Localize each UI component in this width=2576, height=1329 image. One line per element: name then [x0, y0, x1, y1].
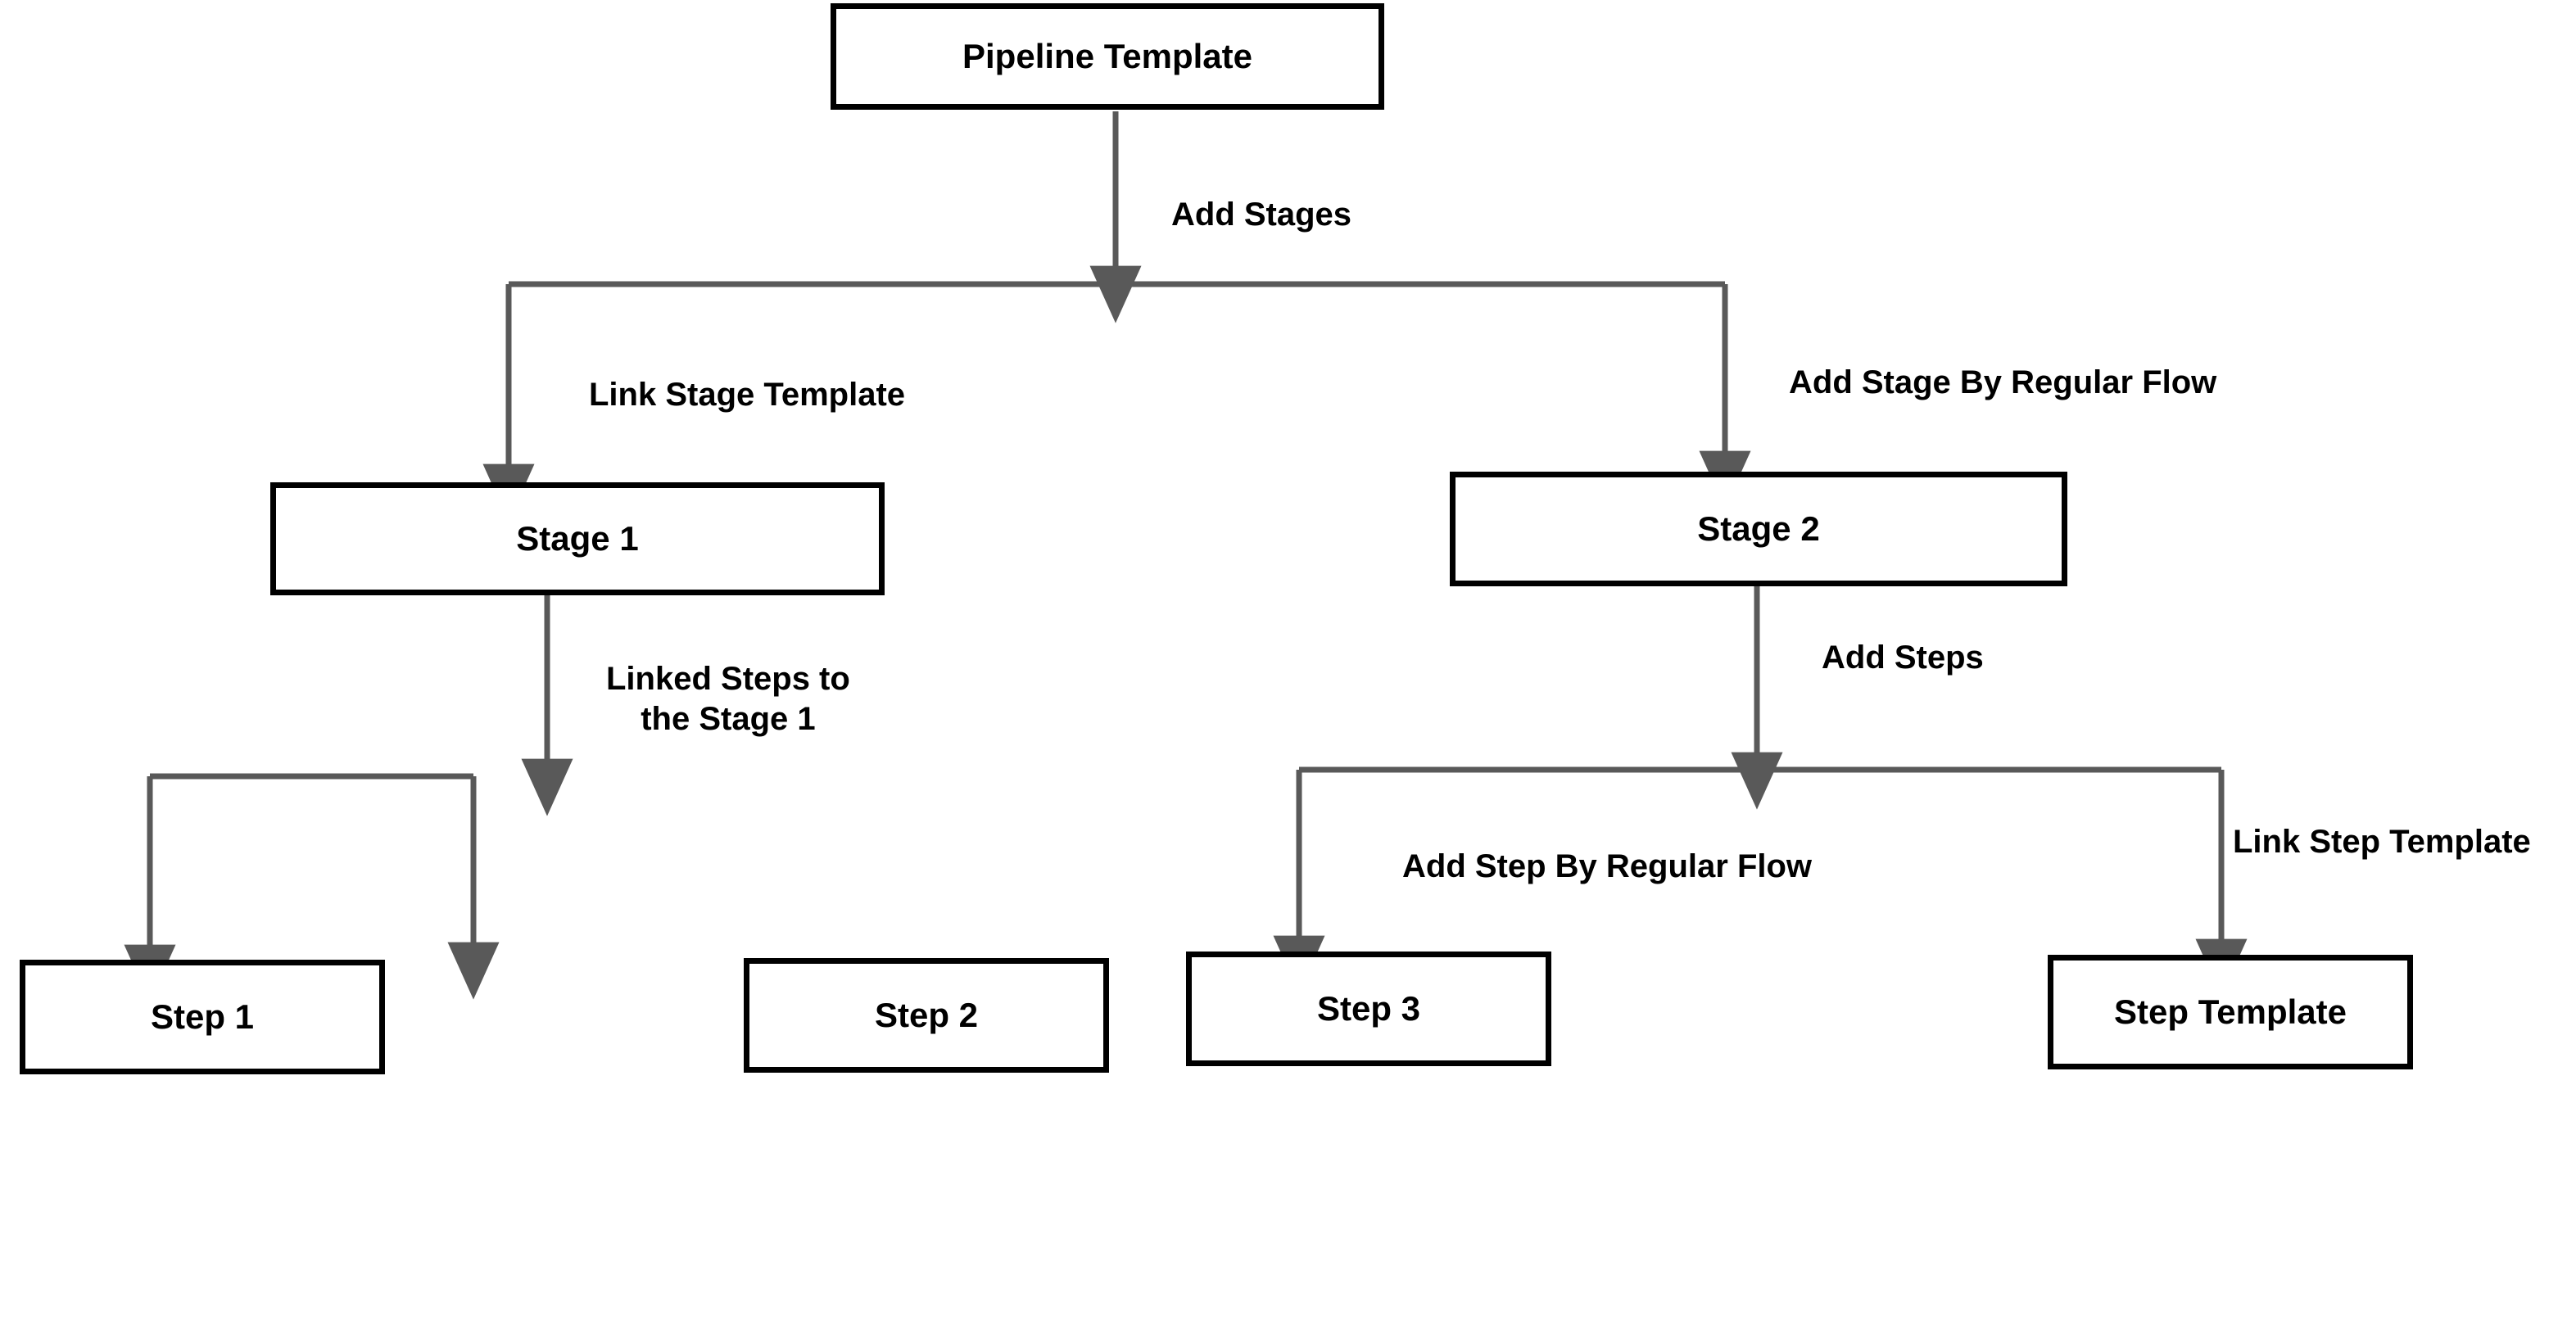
node-stage-1-label: Stage 1 [516, 518, 639, 558]
node-step-1-label: Step 1 [150, 997, 255, 1036]
node-pipeline-template[interactable]: Pipeline Template [831, 3, 1384, 110]
node-step-3-label: Step 3 [1316, 988, 1421, 1028]
edge-label-link-step-template: Link Step Template [2233, 824, 2531, 860]
node-step-3[interactable]: Step 3 [1186, 952, 1551, 1066]
edge-label-link-stage-template: Link Stage Template [589, 377, 906, 413]
edge-label-add-stages: Add Stages [1171, 197, 1352, 233]
node-step-1[interactable]: Step 1 [20, 960, 385, 1074]
node-stage-2-label: Stage 2 [1697, 509, 1820, 548]
node-pipeline-template-label: Pipeline Template [962, 36, 1252, 75]
node-stage-2[interactable]: Stage 2 [1450, 472, 2067, 586]
node-step-template-label: Step Template [2114, 992, 2347, 1031]
edge-label-linked-steps-to-the-stage-1: Linked Steps to the Stage 1 [606, 661, 850, 737]
node-step-2-label: Step 2 [874, 995, 979, 1034]
edge-label-add-stage-by-regular-flow: Add Stage By Regular Flow [1789, 364, 2217, 400]
node-step-template[interactable]: Step Template [2048, 955, 2413, 1069]
node-step-2[interactable]: Step 2 [744, 958, 1109, 1073]
node-stage-1[interactable]: Stage 1 [270, 482, 885, 595]
edge-label-add-steps: Add Steps [1822, 640, 1984, 676]
edge-label-add-step-by-regular-flow: Add Step By Regular Flow [1402, 848, 1813, 884]
